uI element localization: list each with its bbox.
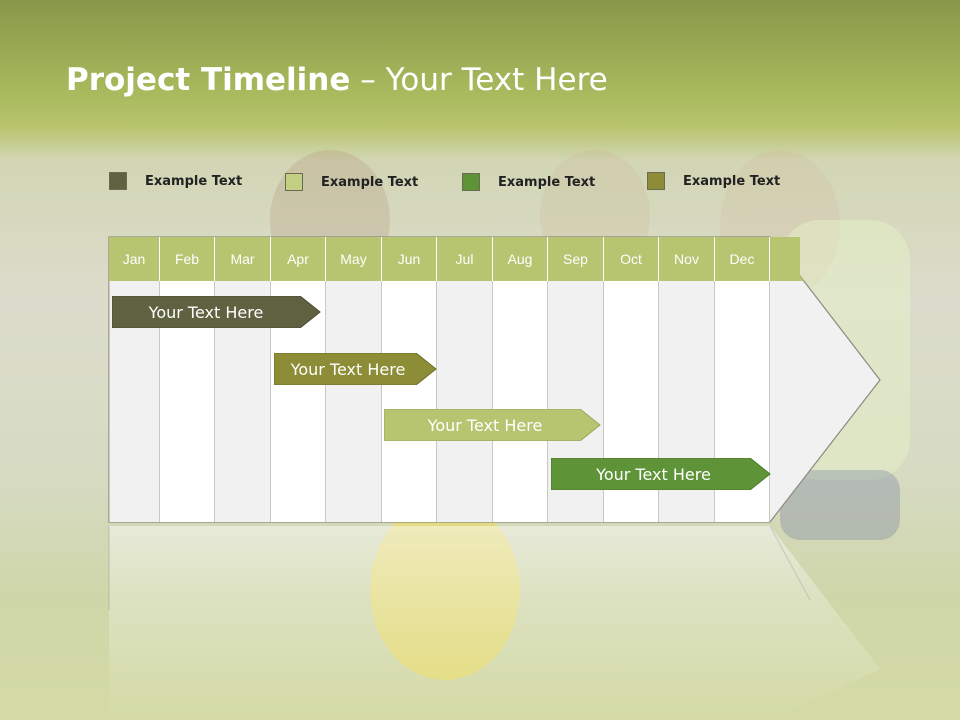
month-header: Jan [109, 237, 160, 281]
task-bar-2[interactable]: Your Text Here [274, 353, 438, 385]
task-label-4: Your Text Here [596, 464, 711, 484]
month-header: Jul [437, 237, 493, 281]
task-bar-1[interactable]: Your Text Here [112, 296, 322, 328]
column-jun [382, 281, 437, 522]
legend-swatch-1 [109, 172, 127, 190]
column-may [326, 281, 382, 522]
task-bar-3[interactable]: Your Text Here [384, 409, 602, 441]
month-header: Aug [493, 237, 548, 281]
legend-item-4: Example Text [647, 170, 780, 192]
legend-label-1: Example Text [145, 173, 243, 189]
month-header: Feb [160, 237, 215, 281]
month-header: Dec [715, 237, 770, 281]
month-header: Sep [548, 237, 604, 281]
legend-swatch-3 [462, 173, 480, 191]
legend-item-3: Example Text [462, 171, 595, 193]
legend-item-2: Example Text [285, 171, 418, 193]
legend-swatch-4 [647, 172, 665, 190]
month-header: Mar [215, 237, 271, 281]
title-rest: – Your Text Here [350, 62, 608, 98]
legend-label-3: Example Text [498, 174, 596, 190]
month-header: Nov [659, 237, 715, 281]
legend-swatch-2 [285, 173, 303, 191]
month-header: Oct [604, 237, 659, 281]
page-title: Project Timeline – Your Text Here [66, 62, 608, 98]
task-label-2: Your Text Here [290, 359, 406, 379]
month-header: May [326, 237, 382, 281]
legend-item-1: Example Text [109, 170, 242, 192]
title-bold: Project Timeline [66, 62, 351, 98]
legend-label-4: Example Text [683, 173, 781, 189]
month-header: Apr [271, 237, 326, 281]
legend-label-2: Example Text [321, 174, 419, 190]
task-label-3: Your Text Here [427, 415, 543, 435]
column-jul [437, 281, 493, 522]
task-bar-4[interactable]: Your Text Here [551, 458, 772, 490]
month-header: Jun [382, 237, 437, 281]
column-aug [493, 281, 548, 522]
task-label-1: Your Text Here [148, 302, 264, 322]
